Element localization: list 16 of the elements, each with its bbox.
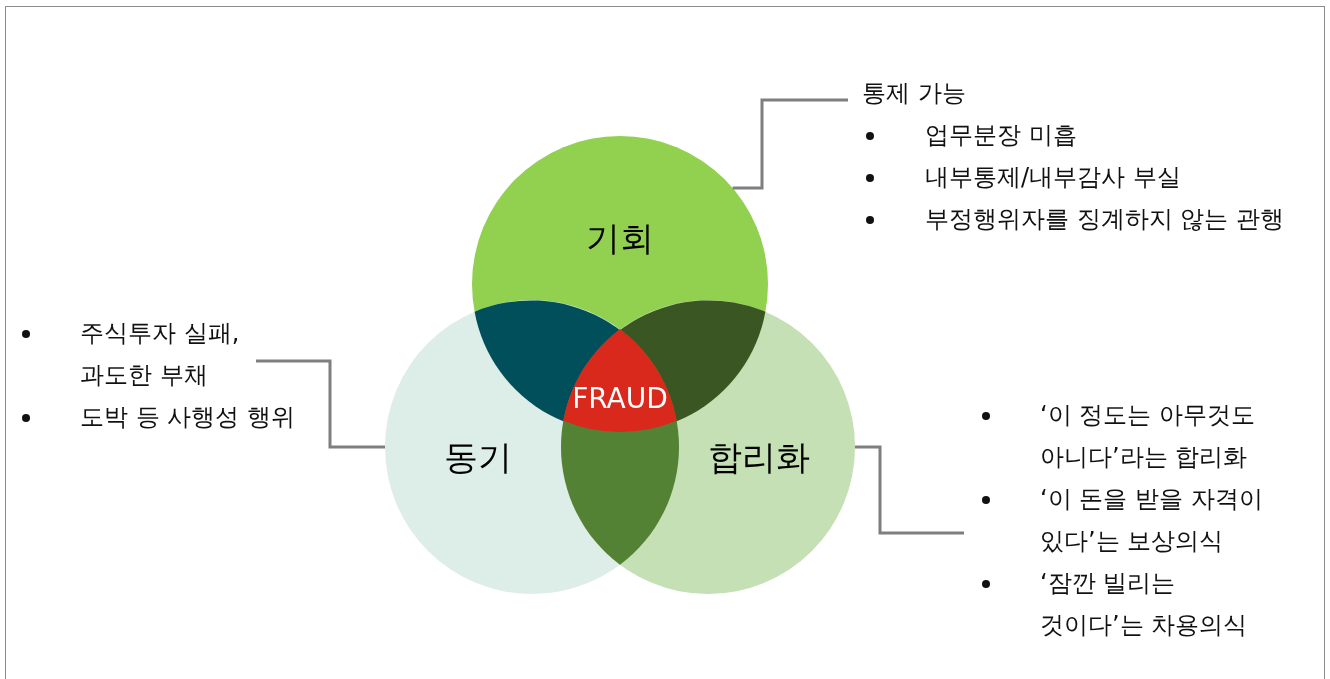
list-item: 주식투자 실패, 과도한 부채 bbox=[80, 318, 241, 391]
list-heading: 통제 가능 bbox=[862, 78, 967, 109]
list-item: 내부통제/내부감사 부실 bbox=[925, 162, 1182, 193]
circle-label: 기회 bbox=[586, 220, 654, 258]
leader-line bbox=[256, 359, 385, 449]
list-item: ‘이 정도는 아무것도 아니다’라는 합리화 bbox=[1040, 400, 1256, 473]
leader-line bbox=[855, 445, 964, 535]
circle-label: 동기 bbox=[444, 439, 512, 477]
list-item: 부정행위자를 징계하지 않는 관행 bbox=[925, 204, 1285, 235]
list-item: 도박 등 사행성 행위 bbox=[80, 402, 295, 433]
circle-label: FRAUD bbox=[572, 383, 668, 415]
list-item: 업무분장 미흡 bbox=[925, 120, 1078, 151]
circle-label: 합리화 bbox=[708, 439, 810, 477]
list-item: ‘이 돈을 받을 자격이 있다’는 보상의식 bbox=[1040, 484, 1264, 557]
leader-line bbox=[732, 98, 848, 190]
list-item: ‘잠깐 빌리는 것이다’는 차용의식 bbox=[1040, 568, 1249, 641]
